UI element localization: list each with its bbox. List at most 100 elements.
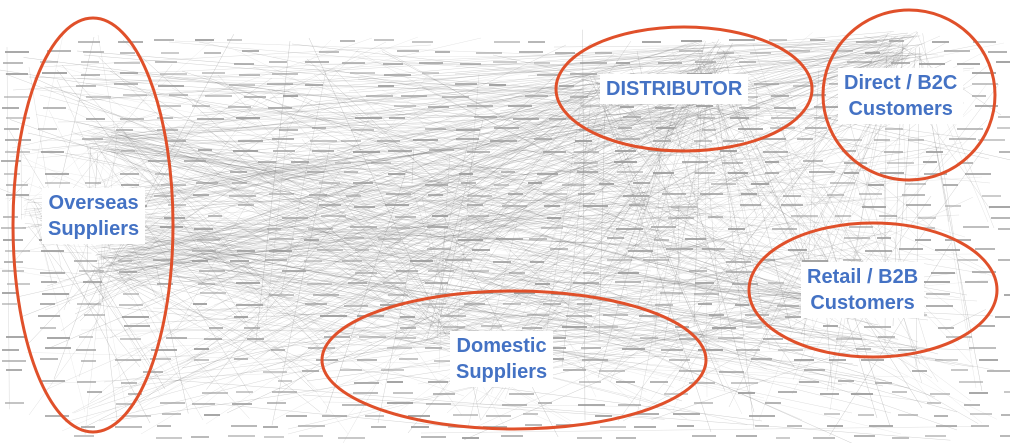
- network-node: [496, 238, 523, 240]
- network-edge: [50, 212, 761, 254]
- network-node: [5, 402, 24, 404]
- network-node: [472, 249, 490, 251]
- network-edge: [667, 108, 973, 378]
- network-node: [583, 205, 608, 207]
- network-edge: [114, 212, 330, 310]
- network-node: [730, 117, 749, 119]
- network-node: [618, 272, 639, 274]
- network-node: [426, 403, 451, 405]
- network-node: [421, 436, 446, 438]
- network-edge: [565, 353, 940, 404]
- network-edge: [433, 230, 893, 344]
- network-node: [307, 283, 332, 285]
- network-edge: [70, 130, 447, 325]
- network-node: [673, 413, 700, 415]
- network-node: [227, 39, 242, 41]
- network-node: [814, 117, 831, 119]
- network-node: [47, 50, 71, 52]
- network-node: [923, 281, 950, 283]
- network-edge: [75, 98, 613, 310]
- network-node: [720, 150, 737, 152]
- network-edge: [232, 95, 600, 366]
- network-edge: [103, 72, 651, 273]
- network-edge: [107, 67, 644, 138]
- network-edge: [206, 106, 692, 156]
- network-edge: [291, 43, 587, 78]
- network-node: [267, 402, 286, 404]
- network-node: [614, 161, 637, 163]
- network-node: [755, 425, 769, 427]
- network-edge: [421, 173, 898, 342]
- overseas-suppliers-ellipse: [11, 16, 175, 434]
- network-node: [425, 282, 448, 284]
- network-edge: [343, 99, 519, 250]
- network-node: [575, 140, 592, 142]
- network-edge: [126, 255, 321, 413]
- network-node: [509, 272, 525, 274]
- network-node: [702, 248, 725, 250]
- network-node: [6, 194, 29, 196]
- network-node: [340, 369, 362, 371]
- network-edge: [152, 307, 426, 320]
- network-node: [192, 250, 216, 252]
- network-node: [774, 107, 796, 109]
- network-edge: [755, 84, 757, 136]
- network-node: [43, 107, 66, 109]
- network-edge: [113, 134, 320, 264]
- network-node: [735, 304, 749, 306]
- network-node: [862, 206, 886, 208]
- network-node: [843, 259, 861, 261]
- network-edge: [55, 227, 157, 377]
- network-edge: [105, 95, 429, 319]
- network-node: [965, 281, 988, 283]
- network-edge: [271, 144, 331, 426]
- network-edge: [91, 136, 719, 158]
- network-edge: [457, 171, 726, 340]
- network-node: [119, 304, 143, 306]
- network-edge: [223, 66, 725, 320]
- network-edge: [422, 52, 731, 82]
- network-node: [164, 217, 185, 219]
- distributor-label: DISTRIBUTOR: [600, 74, 749, 104]
- network-node: [258, 161, 276, 163]
- network-node: [991, 217, 1010, 219]
- network-edge: [212, 83, 593, 120]
- network-node: [995, 316, 1010, 318]
- network-edge: [425, 142, 469, 318]
- network-edge: [935, 146, 983, 392]
- network-node: [205, 95, 232, 97]
- network-edge: [148, 73, 600, 91]
- network-node: [348, 282, 367, 284]
- network-edge: [592, 75, 708, 256]
- network-node: [869, 425, 893, 427]
- network-node: [476, 52, 502, 54]
- network-node: [493, 61, 517, 63]
- network-node: [998, 259, 1010, 261]
- network-node: [835, 215, 851, 217]
- network-edge: [31, 56, 922, 151]
- network-edge: [27, 250, 92, 254]
- network-node: [719, 371, 744, 373]
- network-node: [268, 107, 292, 109]
- network-edge: [583, 126, 745, 302]
- network-node: [923, 161, 937, 163]
- network-edge: [662, 383, 674, 388]
- network-node: [47, 337, 70, 339]
- network-edge: [820, 212, 891, 427]
- network-node: [824, 413, 840, 415]
- network-node: [856, 348, 871, 350]
- network-node: [765, 172, 779, 174]
- network-node: [906, 204, 931, 206]
- network-node: [273, 150, 295, 152]
- network-node: [963, 226, 989, 228]
- network-node: [38, 128, 57, 130]
- network-node: [76, 349, 96, 351]
- network-edge: [213, 166, 589, 306]
- network-node: [74, 435, 94, 437]
- network-edge: [606, 102, 711, 239]
- network-node: [388, 294, 408, 296]
- network-node: [116, 403, 135, 405]
- network-edge: [218, 153, 772, 273]
- network-node: [709, 314, 724, 316]
- network-edge: [433, 187, 698, 331]
